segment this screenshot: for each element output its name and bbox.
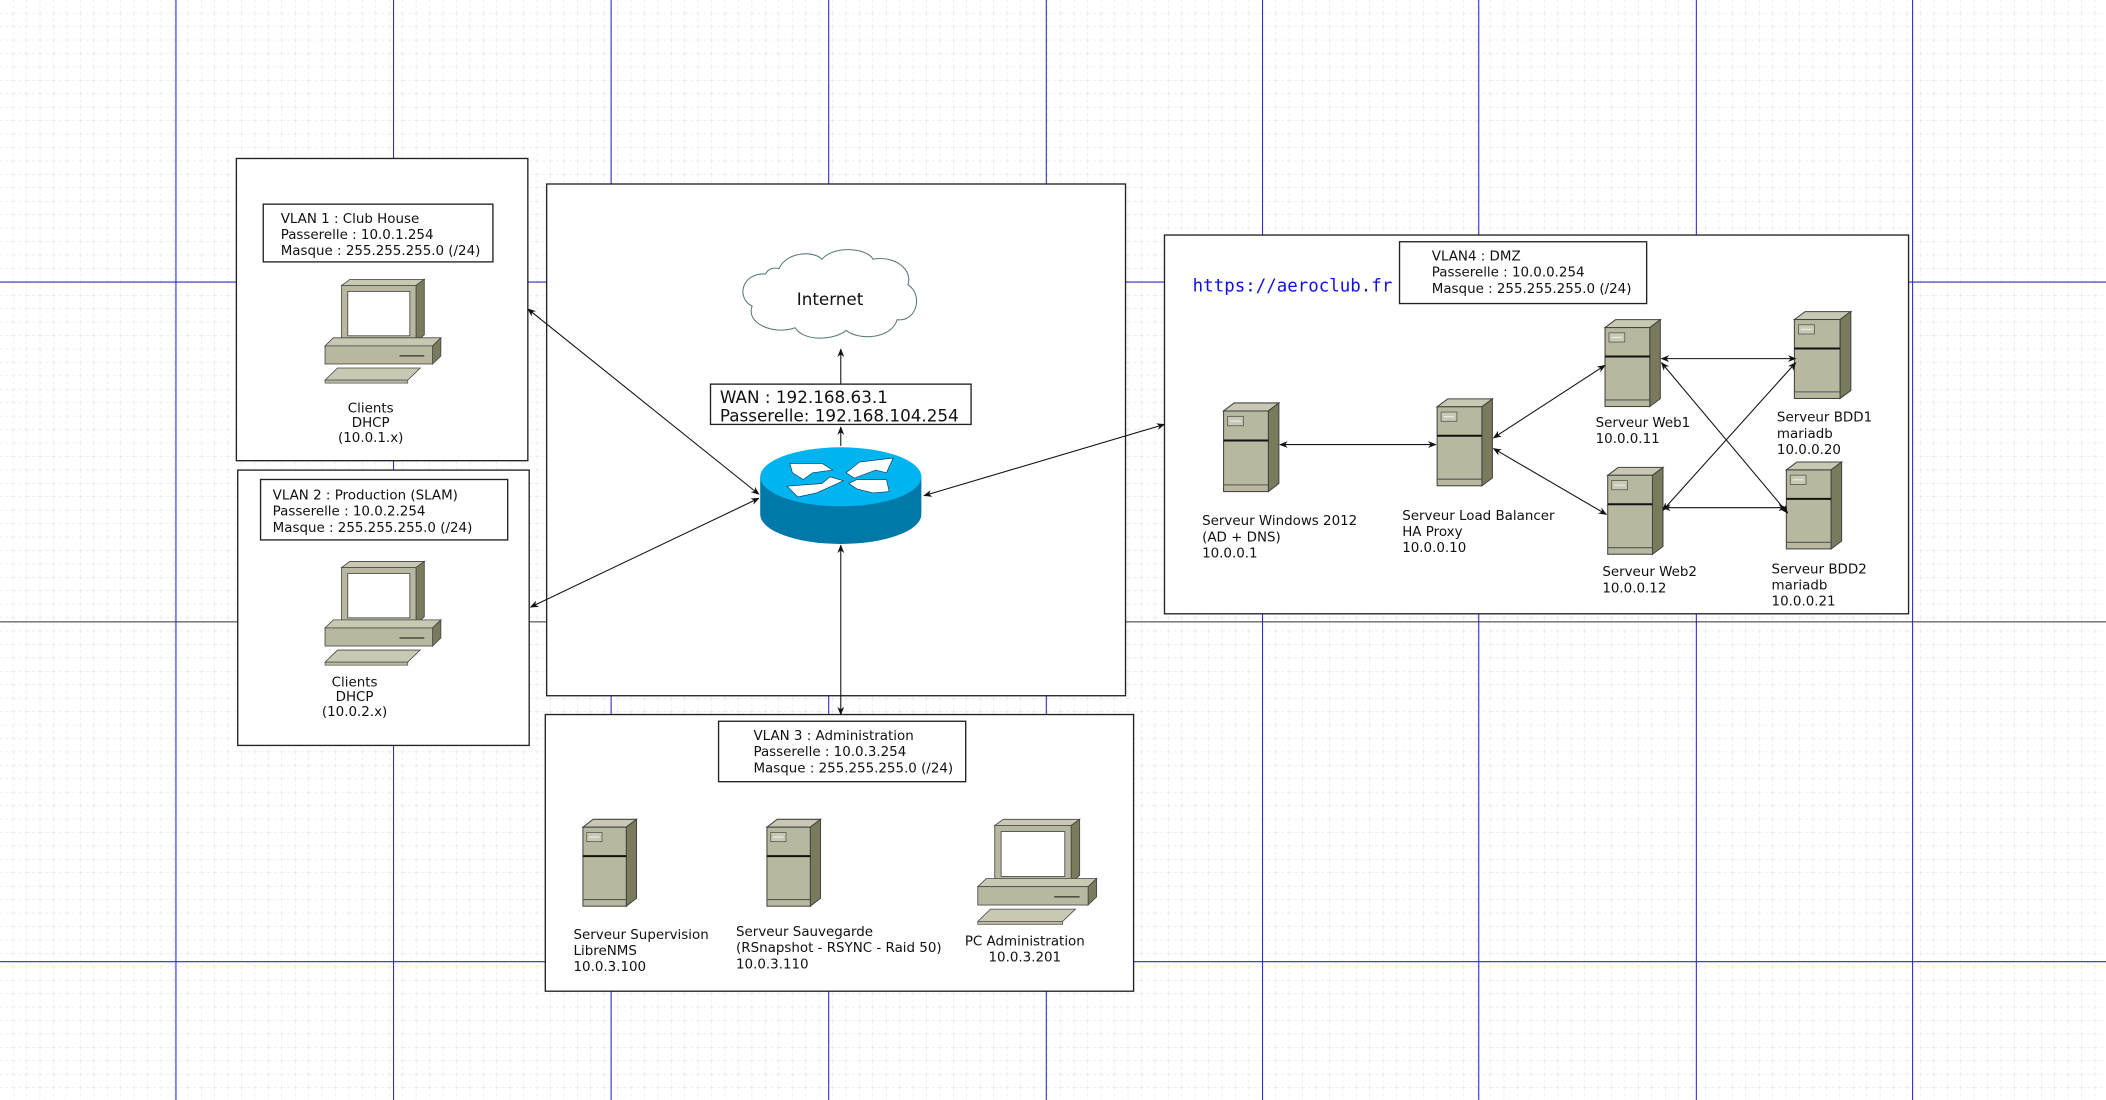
vlan3-gateway: Passerelle : 10.0.3.254	[753, 745, 906, 760]
vlan2-info-box	[259, 478, 509, 541]
svg-text:Masque : 255.255.255.0 (/24): Masque : 255.255.255.0 (/24)	[1432, 282, 1632, 297]
vlan2-zone[interactable]: VLAN 2 : Production (SLAM) Passerelle : …	[237, 469, 530, 747]
vlan3-title: VLAN 3 : Administration	[753, 729, 913, 744]
svg-text:VLAN 3 : Administration: VLAN 3 : Administration	[753, 729, 913, 744]
vlan2-gateway: Passerelle : 10.0.2.254	[273, 505, 426, 520]
svg-text:VLAN 1 : Club House: VLAN 1 : Club House	[281, 212, 420, 227]
svg-text:WAN : 192.168.63.1: WAN : 192.168.63.1	[720, 387, 888, 407]
backup-server-label: Serveur Sauvegarde(RSnapshot - RSYNC - R…	[736, 925, 942, 972]
svg-text:Masque : 255.255.255.0 (/24): Masque : 255.255.255.0 (/24)	[273, 521, 473, 536]
router-icon[interactable]	[760, 447, 922, 544]
vlan4-mask: Masque : 255.255.255.0 (/24)	[1432, 282, 1632, 297]
vlan1-title: VLAN 1 : Club House	[281, 212, 420, 227]
svg-text:VLAN4 : DMZ: VLAN4 : DMZ	[1432, 250, 1521, 265]
svg-text:https://aeroclub.fr: https://aeroclub.fr	[1193, 276, 1393, 296]
server-icon[interactable]	[1604, 318, 1662, 408]
vlan1-gateway: Passerelle : 10.0.1.254	[281, 228, 434, 243]
server-icon[interactable]	[1436, 397, 1494, 487]
server-icon[interactable]	[1793, 310, 1852, 400]
vlan1-zone[interactable]: VLAN 1 : Club House Passerelle : 10.0.1.…	[235, 157, 529, 462]
wan-gateway: Passerelle: 192.168.104.254	[720, 406, 959, 426]
svg-text:Passerelle: 192.168.104.254: Passerelle: 192.168.104.254	[720, 406, 959, 426]
vlan3-zone[interactable]: VLAN 3 : Administration Passerelle : 10.…	[544, 713, 1135, 992]
svg-text:Passerelle : 10.0.1.254: Passerelle : 10.0.1.254	[281, 228, 434, 243]
svg-text:Masque : 255.255.255.0 (/24): Masque : 255.255.255.0 (/24)	[753, 761, 953, 776]
vlan1-mask: Masque : 255.255.255.0 (/24)	[281, 244, 481, 259]
vlan3-mask: Masque : 255.255.255.0 (/24)	[753, 761, 953, 776]
internet-label: Internet	[797, 289, 864, 309]
svg-text:Passerelle : 10.0.0.254: Passerelle : 10.0.0.254	[1432, 266, 1585, 281]
svg-text:Passerelle : 10.0.2.254: Passerelle : 10.0.2.254	[273, 505, 426, 520]
vlan1-info-box	[262, 203, 494, 263]
vlan4-info-box	[1398, 241, 1648, 305]
server-icon[interactable]	[765, 818, 822, 908]
network-links	[527, 308, 1797, 716]
windows-server-label: Serveur Windows 2012(AD + DNS)10.0.0.1	[1202, 514, 1357, 561]
vlan4-title: VLAN4 : DMZ	[1432, 250, 1521, 265]
vlan4-gateway: Passerelle : 10.0.0.254	[1432, 266, 1585, 281]
wan-address: WAN : 192.168.63.1	[720, 387, 888, 407]
vlan4-dmz-zone[interactable]: VLAN4 : DMZ Passerelle : 10.0.0.254 Masq…	[1163, 234, 1910, 615]
svg-text:Passerelle : 10.0.3.254: Passerelle : 10.0.3.254	[753, 745, 906, 760]
svg-text:VLAN 2 : Production (SLAM): VLAN 2 : Production (SLAM)	[273, 489, 458, 504]
dmz-url-link[interactable]: https://aeroclub.fr	[1193, 276, 1393, 296]
vlan2-mask: Masque : 255.255.255.0 (/24)	[273, 521, 473, 536]
vlan3-info-box	[717, 720, 967, 783]
cloud-icon	[742, 249, 918, 339]
svg-text:Internet: Internet	[797, 289, 864, 309]
server-icon[interactable]	[1222, 401, 1280, 493]
internet-cloud[interactable]: Internet	[742, 249, 918, 339]
server-icon[interactable]	[1785, 461, 1843, 550]
vlan2-title: VLAN 2 : Production (SLAM)	[273, 489, 458, 504]
server-icon[interactable]	[1606, 466, 1664, 556]
svg-text:Masque : 255.255.255.0 (/24): Masque : 255.255.255.0 (/24)	[281, 244, 481, 259]
server-icon[interactable]	[581, 818, 638, 908]
